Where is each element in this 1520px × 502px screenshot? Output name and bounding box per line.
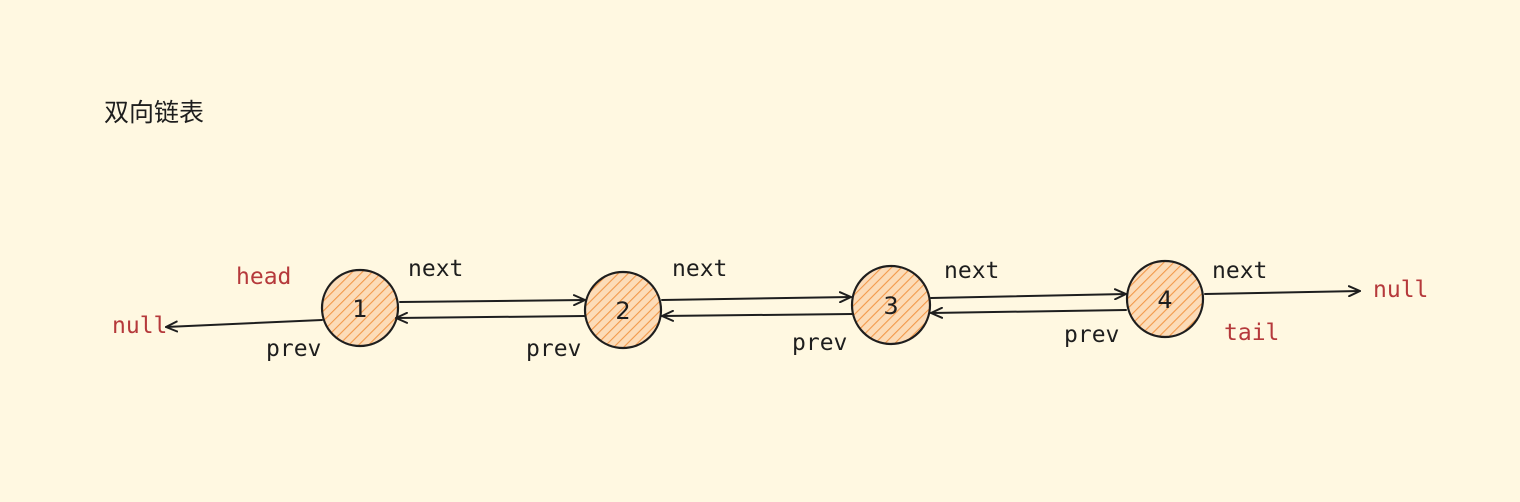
next-arrow-4-null xyxy=(1204,285,1361,298)
prev-label-1: prev xyxy=(266,336,321,362)
next-arrow-2-3 xyxy=(661,291,852,304)
node-1 xyxy=(320,268,400,348)
node-3 xyxy=(850,264,932,346)
null-left-label: null xyxy=(112,313,167,339)
node-2-value: 2 xyxy=(615,297,630,325)
prev-label-4: prev xyxy=(1064,322,1119,348)
head-label: head xyxy=(236,264,291,290)
next-label-3: next xyxy=(944,258,999,284)
diagram-title: 双向链表 xyxy=(104,98,204,127)
node-4 xyxy=(1125,259,1205,339)
next-arrow-1-2 xyxy=(399,294,586,307)
prev-arrow-4-3 xyxy=(930,306,1127,319)
prev-label-2: prev xyxy=(526,336,581,362)
prev-arrow-3-2 xyxy=(661,309,853,322)
prev-arrow-2-1 xyxy=(395,311,586,324)
null-right-label: null xyxy=(1373,277,1428,303)
prev-arrow-1-null xyxy=(165,319,323,333)
node-4-value: 4 xyxy=(1157,286,1172,314)
next-label-1: next xyxy=(408,256,463,282)
prev-label-3: prev xyxy=(792,330,847,356)
node-3-value: 3 xyxy=(883,292,898,320)
tail-label: tail xyxy=(1224,320,1279,346)
node-1-value: 1 xyxy=(352,295,367,323)
next-arrow-3-4 xyxy=(930,288,1127,301)
next-label-2: next xyxy=(672,256,727,282)
next-label-4: next xyxy=(1212,258,1267,284)
